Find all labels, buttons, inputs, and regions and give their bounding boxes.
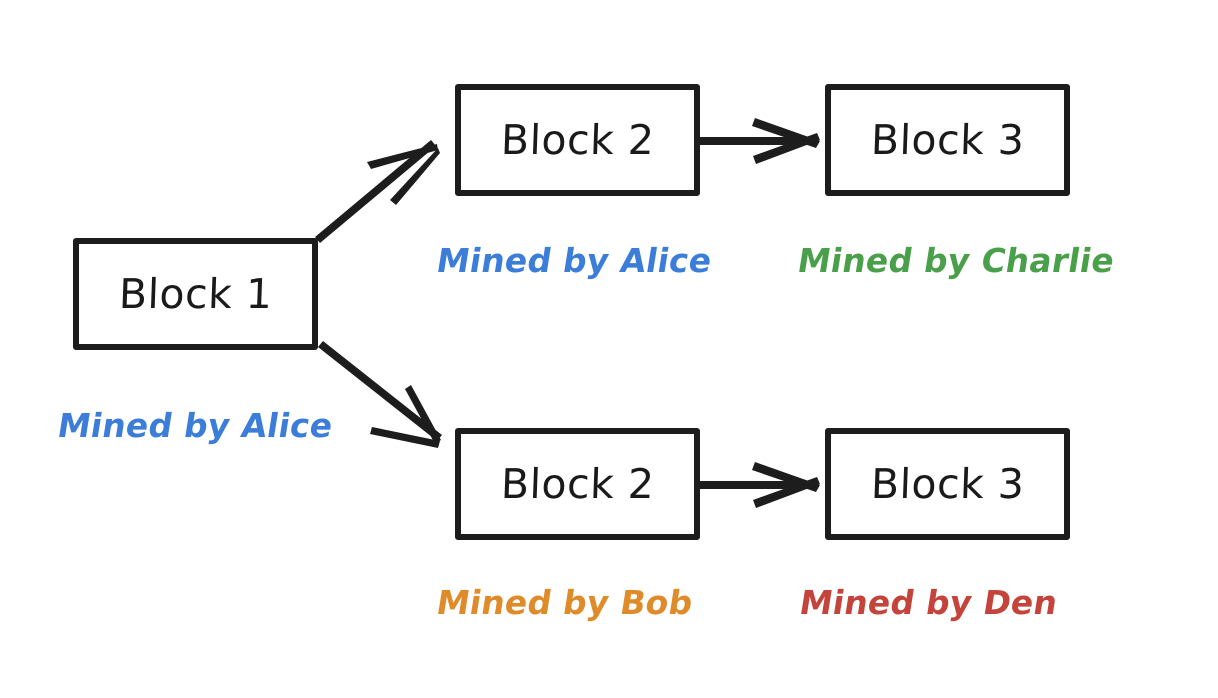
connector-fork-down — [318, 341, 442, 448]
block-node-block2-top[interactable]: Block 2 — [455, 84, 700, 196]
block-label: Block 1 — [117, 270, 274, 318]
block-node-block2-bottom[interactable]: Block 2 — [455, 428, 700, 540]
connector-chain-top — [700, 118, 820, 164]
chain-top-head-lower — [753, 133, 820, 164]
fork-down-shaft — [318, 341, 442, 441]
connector-fork-up — [315, 140, 440, 243]
block-node-block3-top[interactable]: Block 3 — [825, 84, 1070, 196]
fork-up-shaft — [315, 140, 436, 243]
chain-top-shaft — [700, 137, 812, 145]
fork-down-head-upper — [370, 427, 440, 448]
block-node-block3-bottom[interactable]: Block 3 — [825, 428, 1070, 540]
chain-bottom-shaft — [700, 481, 812, 489]
miner-caption-block1: Mined by Alice — [54, 406, 336, 445]
block-node-block1[interactable]: Block 1 — [73, 238, 318, 350]
fork-up-head-upper — [367, 144, 438, 169]
block-label: Block 3 — [869, 116, 1026, 164]
fork-down-head-lower — [405, 385, 441, 444]
miner-caption-block3-bottom: Mined by Den — [796, 583, 1061, 622]
miner-caption-block2-bottom: Mined by Bob — [433, 583, 696, 622]
block-label: Block 2 — [499, 116, 656, 164]
block-label: Block 3 — [869, 460, 1026, 508]
miner-caption-block3-top: Mined by Charlie — [794, 241, 1118, 280]
connector-chain-bottom — [700, 462, 820, 508]
chain-bottom-head-lower — [753, 477, 820, 508]
block-label: Block 2 — [499, 460, 656, 508]
fork-up-head-lower — [390, 148, 440, 205]
miner-caption-block2-top: Mined by Alice — [433, 241, 715, 280]
